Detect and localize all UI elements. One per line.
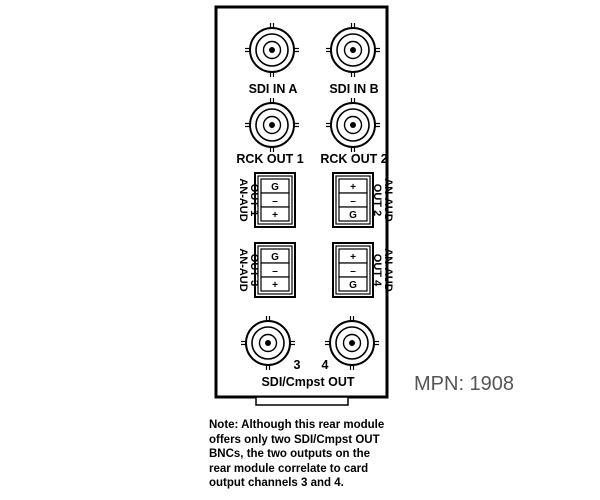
an-aud-out-4-label: AN-AUD OUT 4 xyxy=(371,248,394,291)
pin-label: – xyxy=(350,196,356,207)
note-line: offers only two SDI/Cmpst OUT xyxy=(209,433,380,446)
svg-text:OUT 1: OUT 1 xyxy=(248,184,260,216)
pin-label: – xyxy=(272,196,278,207)
out-number-3: 3 xyxy=(294,358,301,372)
pin-label: + xyxy=(350,252,356,263)
an-aud-out-4-terminal: + – G xyxy=(332,242,374,298)
pin-label: – xyxy=(350,266,356,277)
pin-label: + xyxy=(272,210,278,221)
pin-label: G xyxy=(271,182,279,193)
note-line: rear module correlate to card xyxy=(209,462,369,475)
an-aud-out-1-terminal: G – + xyxy=(254,172,296,228)
out-number-4: 4 xyxy=(322,358,329,372)
svg-text:AN-AUD: AN-AUD xyxy=(237,248,249,291)
an-aud-out-1-label: AN-AUD OUT 1 xyxy=(237,178,260,221)
note-line: output channels 3 and 4. xyxy=(209,477,344,490)
sdi-in-a-label: SDI IN A xyxy=(249,82,298,96)
svg-text:AN-AUD: AN-AUD xyxy=(237,178,249,221)
module-tab xyxy=(255,396,349,406)
pin-label: G xyxy=(271,252,279,263)
an-aud-out-2-terminal: + – G xyxy=(332,172,374,228)
pin-label: + xyxy=(350,182,356,193)
note-line: Note: Although this rear module xyxy=(209,419,385,431)
an-aud-out-3-terminal: G – + xyxy=(254,242,296,298)
pin-label: + xyxy=(272,280,278,291)
sdi-in-b-label: SDI IN B xyxy=(329,82,378,96)
pin-label: – xyxy=(272,266,278,277)
rck-out-1-label: RCK OUT 1 xyxy=(236,152,303,166)
an-aud-out-3-label: AN-AUD OUT 3 xyxy=(237,248,260,291)
pin-label: G xyxy=(349,280,357,291)
note-line: BNCs, the two outputs on the xyxy=(209,448,370,461)
mpn-label: MPN: 1908 xyxy=(414,373,514,395)
note-text: Note: Although this rear module offers o… xyxy=(209,418,449,491)
sdi-cmpst-out-label: SDI/Cmpst OUT xyxy=(261,375,354,389)
rck-out-2-label: RCK OUT 2 xyxy=(320,152,387,166)
svg-text:AN-AUD: AN-AUD xyxy=(382,248,394,291)
pin-label: G xyxy=(349,210,357,221)
svg-text:OUT 3: OUT 3 xyxy=(248,254,260,286)
svg-text:OUT 2: OUT 2 xyxy=(371,184,383,216)
svg-text:AN-AUD: AN-AUD xyxy=(382,178,394,221)
an-aud-out-2-label: AN-AUD OUT 2 xyxy=(371,178,394,221)
svg-text:OUT 4: OUT 4 xyxy=(371,254,383,287)
